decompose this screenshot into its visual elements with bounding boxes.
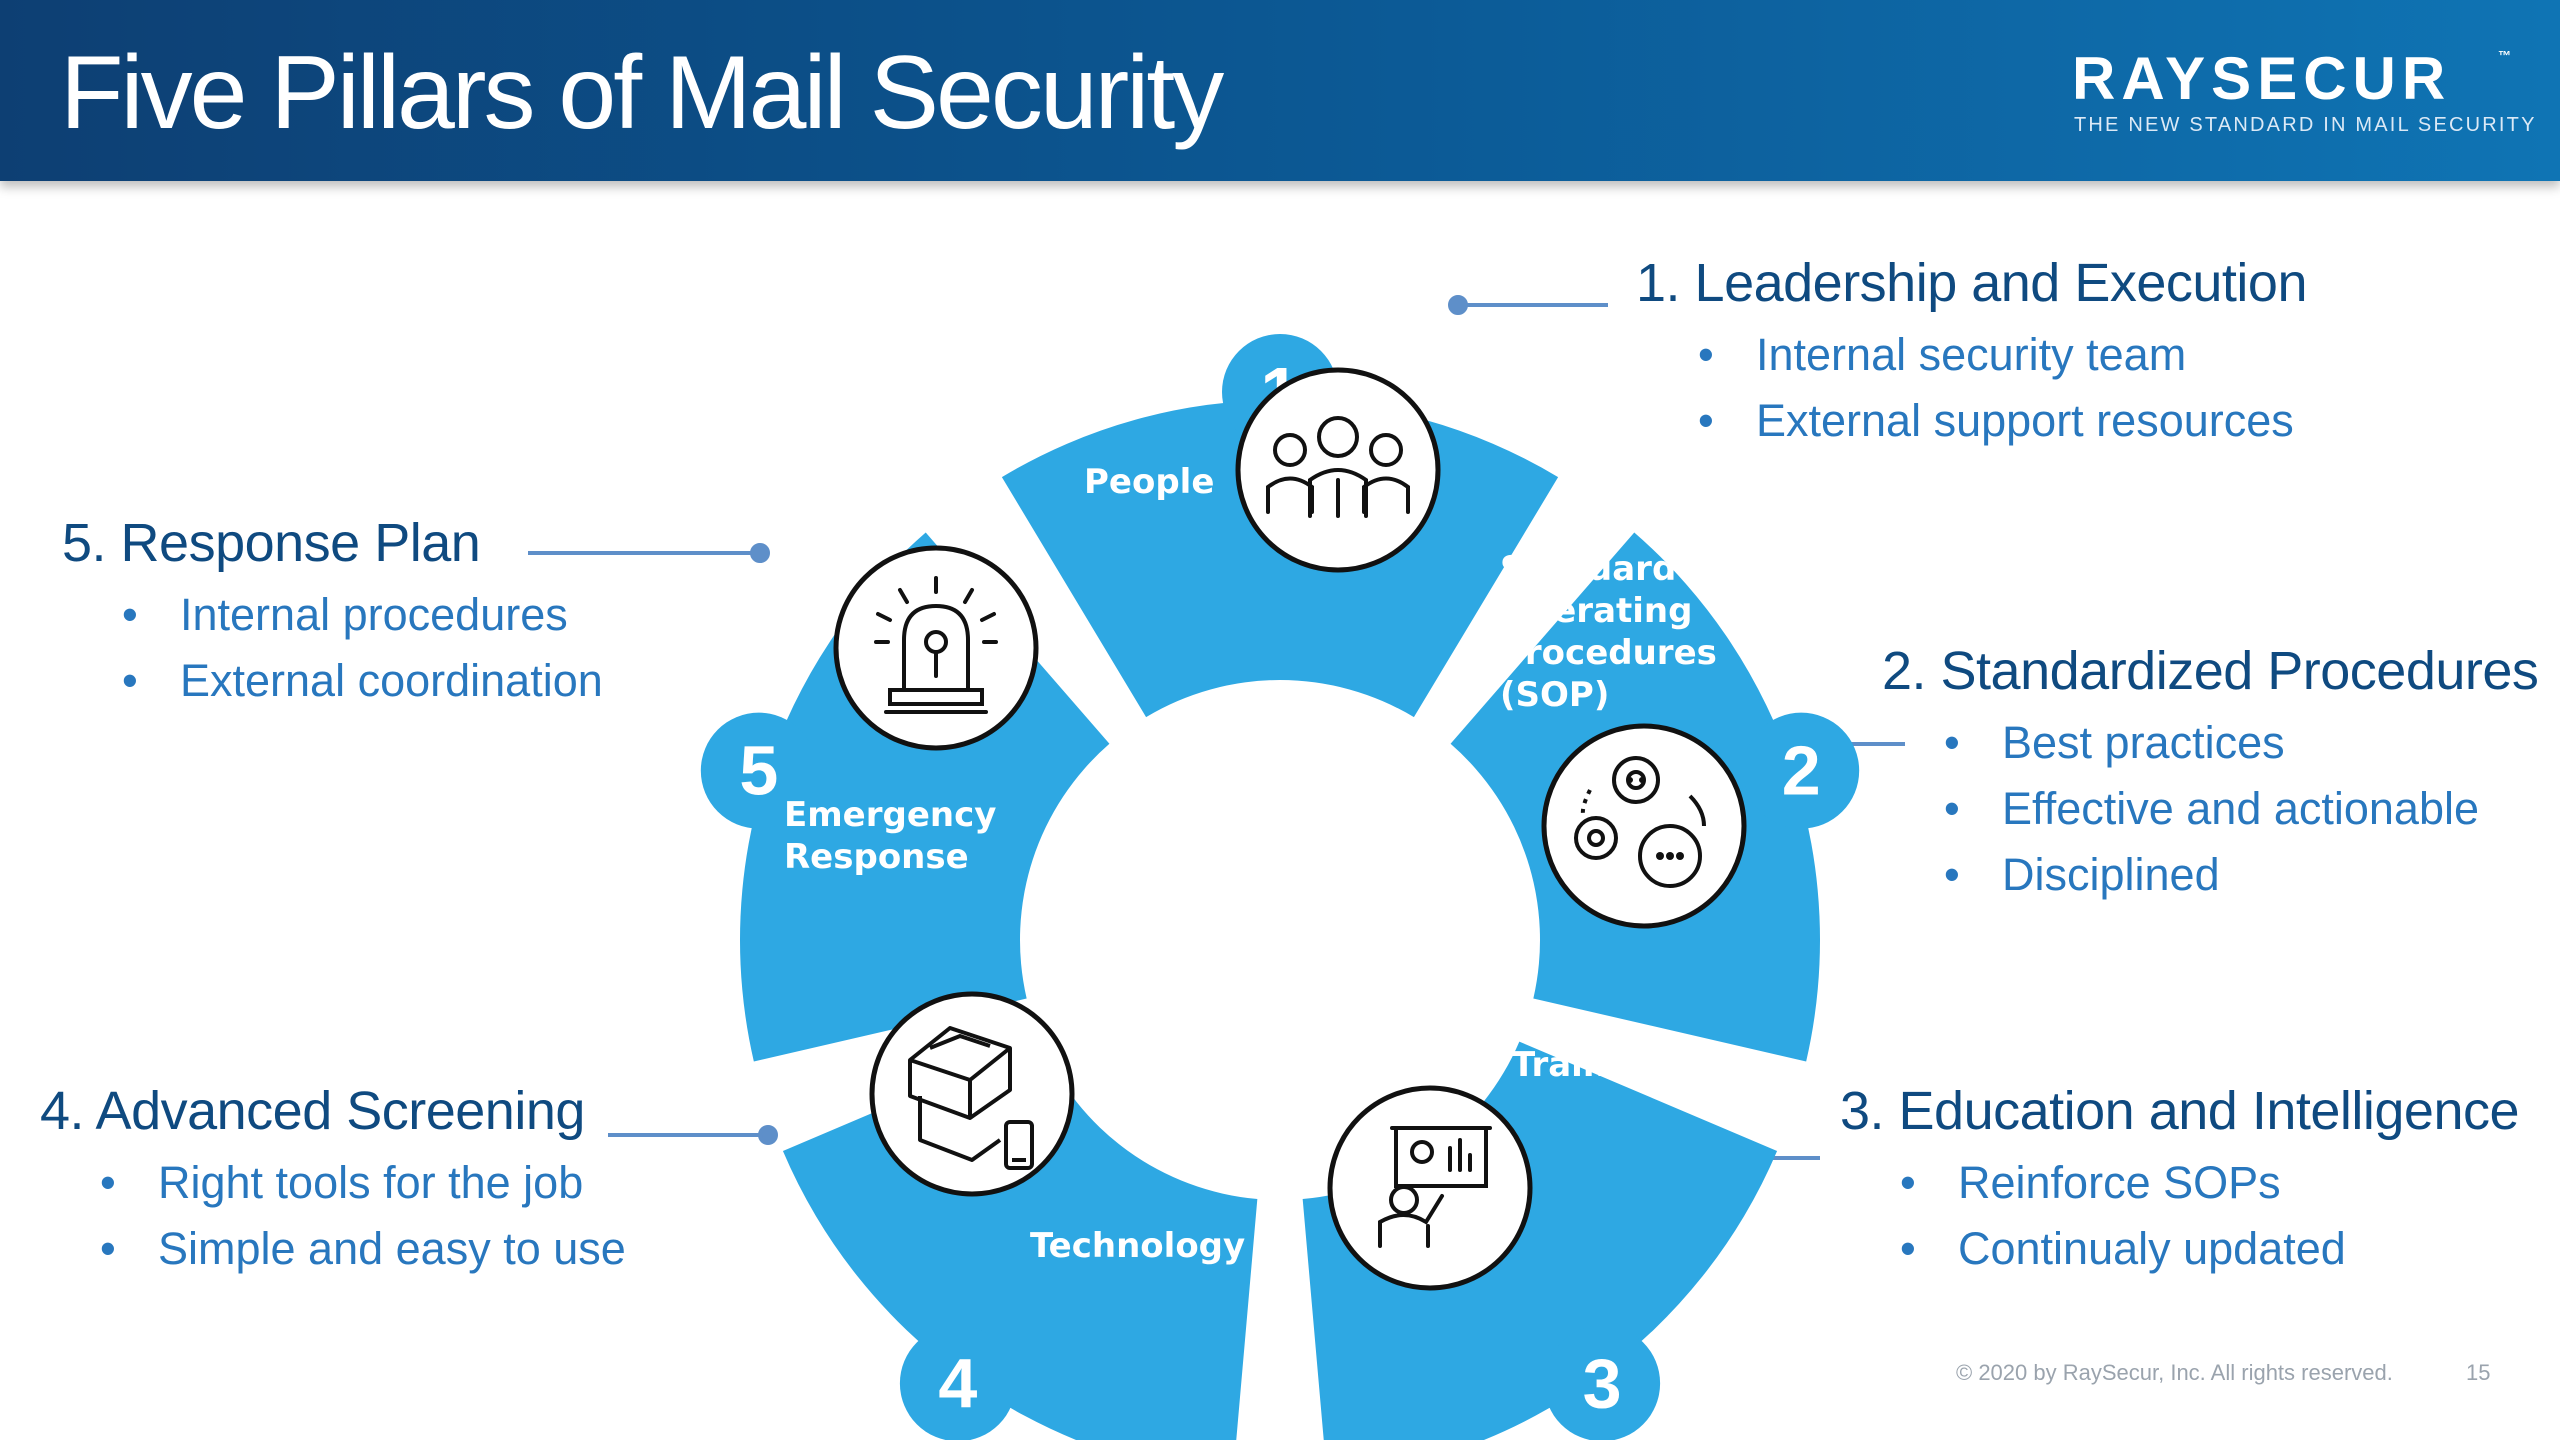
segment-number-2: 2 [1782, 732, 1821, 810]
pillar-2-bullets: Best practices Effective and actionable … [1944, 710, 2538, 908]
pillar-4-heading: 4. Advanced Screening [40, 1081, 585, 1141]
segment-number-3: 3 [1583, 1344, 1622, 1422]
pillar-3-bullet: Reinforce SOPs [1900, 1150, 2519, 1216]
segment-label-technology: Technology [1030, 1226, 1245, 1266]
footer-copyright: © 2020 by RaySecur, Inc. All rights rese… [1956, 1360, 2393, 1385]
pillar-4-block: 4. Advanced Screening Right tools for th… [40, 1080, 626, 1282]
pillar-5-block: 5. Response Plan Internal procedures Ext… [62, 512, 603, 714]
segment-number-5: 5 [739, 732, 778, 810]
pillar-4-bullets: Right tools for the job Simple and easy … [100, 1150, 626, 1282]
logo-trademark: ™ [2498, 48, 2511, 63]
segment-label-emergency: Emergency [784, 795, 996, 835]
pillar-3-block: 3. Education and Intelligence Reinforce … [1840, 1080, 2520, 1282]
connector-dot-5 [750, 543, 770, 563]
pillar-1-block: 1. Leadership and Execution Internal sec… [1636, 252, 2308, 454]
pillar-1-bullet: Internal security team [1698, 322, 2307, 388]
connector-dot-4 [758, 1125, 778, 1145]
segment-number-tab-3 [1544, 1325, 1661, 1440]
pillar-3-bullets: Reinforce SOPs Continualy updated [1900, 1150, 2519, 1282]
logo-tagline: THE NEW STANDARD IN MAIL SECURITY [2074, 114, 2537, 136]
team-icon [1235, 367, 1441, 573]
pillar-2-bullet: Disciplined [1944, 842, 2538, 908]
mail-scanner-icon [869, 991, 1075, 1197]
pillar-3-bullet: Continualy updated [1900, 1216, 2519, 1282]
segment-label-people: People [1084, 462, 1214, 502]
pillar-2-bullet: Best practices [1944, 710, 2538, 776]
pillar-segment-3 [1302, 1041, 1778, 1440]
pillar-1-heading: 1. Leadership and Execution [1636, 253, 2308, 313]
segment-number-tab-5 [700, 712, 817, 829]
slide-number: 15 [2466, 1360, 2491, 1385]
segment-label-sop-3: Procedures [1500, 633, 1717, 673]
header-banner: Five Pillars of Mail Security RAYSECUR ™… [0, 0, 2560, 181]
gears-icon [1541, 723, 1747, 929]
pillar-2-block: 2. Standardized Procedures Best practice… [1882, 640, 2539, 908]
pillar-2-heading: 2. Standardized Procedures [1882, 641, 2539, 701]
segment-number-4: 4 [938, 1344, 977, 1422]
pillar-5-heading: 5. Response Plan [62, 513, 481, 573]
segment-label-sop-4: (SOP) [1500, 675, 1609, 715]
pillar-5-bullets: Internal procedures External coordinatio… [122, 582, 603, 714]
raysecur-logo: RAYSECUR ™ THE NEW STANDARD IN MAIL SECU… [2072, 44, 2534, 144]
segment-number-tab-2 [1743, 712, 1860, 829]
pillar-2-bullet: Effective and actionable [1944, 776, 2538, 842]
logo-wordmark: RAYSECUR [2072, 45, 2452, 112]
page-title: Five Pillars of Mail Security [60, 35, 1224, 151]
presentation-icon [1327, 1085, 1533, 1291]
segment-label-training: Training [1512, 1045, 1667, 1085]
pillar-1-bullet: External support resources [1698, 388, 2307, 454]
pillar-5-bullet: External coordination [122, 648, 603, 714]
pillar-4-bullet: Right tools for the job [100, 1150, 626, 1216]
alarm-siren-icon [833, 545, 1039, 751]
pillar-3-heading: 3. Education and Intelligence [1840, 1081, 2520, 1141]
connector-dot-1 [1448, 295, 1468, 315]
segment-label-sop-2: Operating [1500, 591, 1692, 631]
pillar-5-bullet: Internal procedures [122, 582, 603, 648]
segment-number-tab-4 [899, 1325, 1016, 1440]
pillar-4-bullet: Simple and easy to use [100, 1216, 626, 1282]
segment-label-sop-1: Standard [1500, 549, 1676, 589]
pillar-1-bullets: Internal security team External support … [1698, 322, 2307, 454]
segment-label-response: Response [784, 837, 969, 877]
